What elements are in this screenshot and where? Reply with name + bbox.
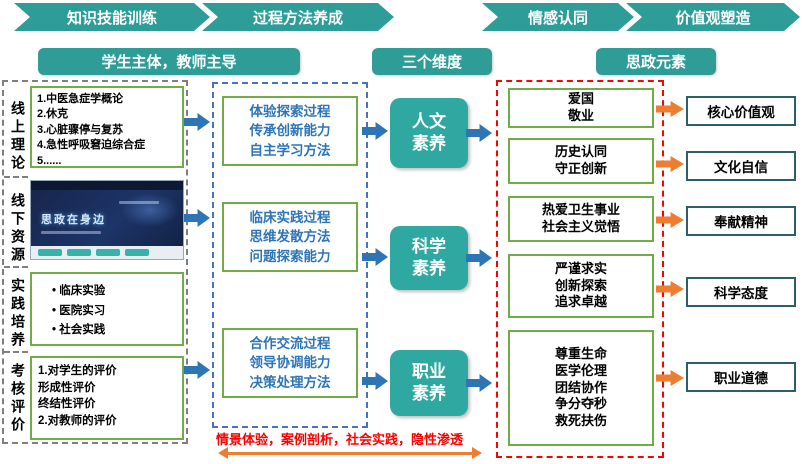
value-core-values: 核心价值观 <box>686 96 796 126</box>
left-panel-separator <box>4 351 28 353</box>
left-panel-separator <box>4 266 28 268</box>
banner-knowledge-skills: 知识技能训练 <box>14 3 210 31</box>
evaluation-box: 1.对学生的评价 形成性评价 终结性评价 2.对教师的评价 <box>30 356 184 440</box>
screenshot-buttons-bar <box>31 246 183 259</box>
banner-emotional-identity: 情感认同 <box>482 3 634 31</box>
category-offline-resources: 线下资源 <box>10 193 26 265</box>
screenshot-highlight <box>121 193 179 227</box>
element-rigor: 严谨求实 创新探索 追求卓越 <box>508 254 654 318</box>
dimension-scientific: 科学 素养 <box>390 226 468 290</box>
category-assessment: 考核评价 <box>10 363 26 435</box>
screenshot-navbar <box>31 181 183 190</box>
element-patriotism: 爱国 敬业 <box>508 88 654 128</box>
pill-ideological-elements: 思政元素 <box>596 48 716 75</box>
practice-item: 社会实践 <box>52 321 176 341</box>
pill-three-dimensions: 三个维度 <box>372 48 492 75</box>
value-dedication-spirit: 奉献精神 <box>686 206 796 236</box>
process-box-experience: 体验探索过程 传承创新能力 自主学习方法 <box>222 96 358 166</box>
category-online-theory: 线上理论 <box>10 101 26 173</box>
practice-box: 临床实验 医院实习 社会实践 <box>30 272 184 346</box>
dimension-professional: 职业 素养 <box>390 350 468 416</box>
screenshot-text-line <box>41 231 101 234</box>
value-cultural-confidence: 文化自信 <box>686 151 796 181</box>
arrow-humanistic-to-elements-icon <box>466 124 492 142</box>
category-practice-training: 实践培养 <box>10 278 26 350</box>
left-panel-frame <box>2 80 188 444</box>
screenshot-caption: 思政在身边 <box>41 214 106 226</box>
screenshot-text-line <box>119 201 159 204</box>
practice-item: 医院实习 <box>52 302 176 322</box>
value-professional-ethics: 职业道德 <box>686 362 796 392</box>
value-scientific-attitude: 科学态度 <box>686 277 796 307</box>
arrow-scientific-to-elements-icon <box>466 249 492 267</box>
theory-topics-box: 1.中医急症学概论 2.休克 3.心脏骤停与复苏 4.急性呼吸窘迫综合症 5..… <box>30 86 184 168</box>
pill-student-teacher: 学生主体，教师主导 <box>38 48 300 75</box>
process-box-clinical: 临床实践过程 思维发散方法 问题探索能力 <box>222 202 358 272</box>
element-health-cause: 热爱卫生事业 社会主义觉悟 <box>508 196 654 242</box>
process-box-cooperation: 合作交流过程 领导协调能力 决策处理方法 <box>222 328 358 398</box>
resource-website-screenshot: 思政在身边 <box>30 180 184 260</box>
banner-process-method: 过程方法养成 <box>202 3 394 31</box>
element-respect-life: 尊重生命 医学伦理 团结协作 争分夺秒 救死扶伤 <box>508 330 654 446</box>
banner-values-shaping: 价值观塑造 <box>626 3 800 31</box>
arrow-professional-to-elements-icon <box>466 374 492 392</box>
practice-item: 临床实验 <box>52 282 176 302</box>
elements-column-frame <box>496 80 664 458</box>
bottom-methods-note: 情景体验，案例剖析，社会实践，隐性渗透 <box>216 432 464 447</box>
dimension-humanistic: 人文 素养 <box>390 98 468 168</box>
bottom-double-arrow-icon <box>218 447 482 459</box>
left-panel-separator <box>4 176 28 178</box>
element-history: 历史认同 守正创新 <box>508 138 654 184</box>
